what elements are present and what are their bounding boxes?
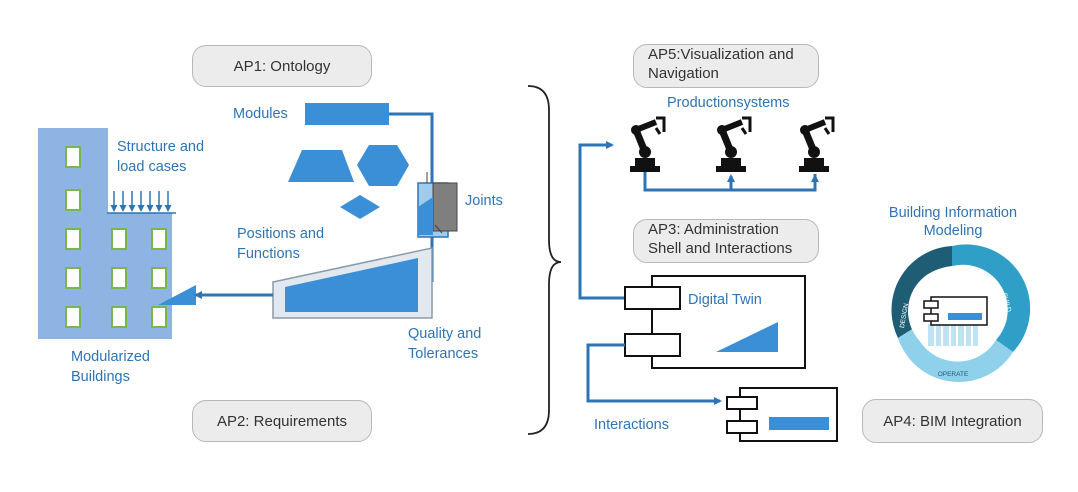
robot-connectors — [643, 172, 819, 192]
robot-arm-2-icon — [716, 116, 752, 172]
productionsystems-label: Productionsystems — [667, 95, 790, 111]
robot-arm-3-icon — [799, 116, 835, 172]
joints-label: Joints — [465, 193, 503, 209]
load-arrows — [107, 191, 176, 214]
modularized-label-line1: Modularized — [71, 349, 150, 365]
ap1-label: AP1: Ontology — [233, 57, 331, 75]
bim-segment-design: DESIGN — [899, 303, 910, 329]
bim-segment-operate: OPERATE — [938, 371, 969, 378]
joint-illustration — [417, 172, 458, 238]
curly-brace — [527, 85, 562, 435]
bim-segment-build: BUILD — [1001, 292, 1013, 313]
robot-arm-1-icon — [630, 116, 666, 172]
ap4-bim-integration-pill: AP4: BIM Integration — [862, 399, 1043, 443]
twin-to-robots-arrow — [578, 141, 625, 300]
twin-to-interactions-arrow — [586, 343, 722, 405]
modules-label: Modules — [233, 106, 288, 122]
interactions-label: Interactions — [594, 417, 669, 433]
ap2-label: AP2: Requirements — [216, 412, 348, 430]
digital-twin-component — [624, 275, 806, 369]
positions-label-line1: Positions and — [237, 226, 325, 242]
building-windows — [65, 146, 167, 328]
trapezoid-shape — [288, 150, 354, 182]
ap5-visualization-pill: AP5:Visualization and Navigation — [633, 44, 819, 88]
diamond-shape — [340, 195, 380, 219]
wedge-module — [272, 247, 433, 319]
ap3-label-line1: AP3: Administration — [648, 221, 779, 238]
positions-label-line2: Functions — [237, 246, 300, 262]
modularized-label-line2: Buildings — [71, 369, 130, 385]
bim-component-icon — [923, 296, 988, 326]
ap5-label-line2: Navigation — [648, 65, 719, 82]
quality-label-line2: Tolerances — [408, 346, 479, 362]
ap3-administration-pill: AP3: Administration Shell and Interactio… — [633, 219, 819, 263]
ap3-label-line2: Shell and Interactions — [648, 240, 793, 257]
quality-label-line1: Quality and — [408, 326, 482, 342]
structure-label-line2: load cases — [117, 159, 187, 175]
ap5-label-line1: AP5:Visualization and — [648, 46, 794, 63]
interaction-component — [726, 387, 838, 442]
bim-city-skyline — [928, 315, 978, 346]
ap4-label: AP4: BIM Integration — [883, 412, 1022, 430]
module-bar — [305, 103, 389, 125]
structure-label-line1: Structure and — [117, 139, 205, 155]
ap1-ontology-pill: AP1: Ontology — [192, 45, 372, 87]
ap2-requirements-pill: AP2: Requirements — [192, 400, 372, 442]
building-wedge — [158, 285, 196, 305]
bim-title-line2: Modeling — [923, 223, 983, 239]
bim-title-line1: Building Information — [888, 205, 1018, 221]
module-connector — [389, 112, 434, 185]
hexagon-shape — [357, 145, 409, 186]
bim-cycle-icon: DESIGN BUILD OPERATE — [891, 244, 1031, 382]
building-illustration — [38, 128, 196, 339]
digital-twin-label: Digital Twin — [688, 292, 762, 308]
